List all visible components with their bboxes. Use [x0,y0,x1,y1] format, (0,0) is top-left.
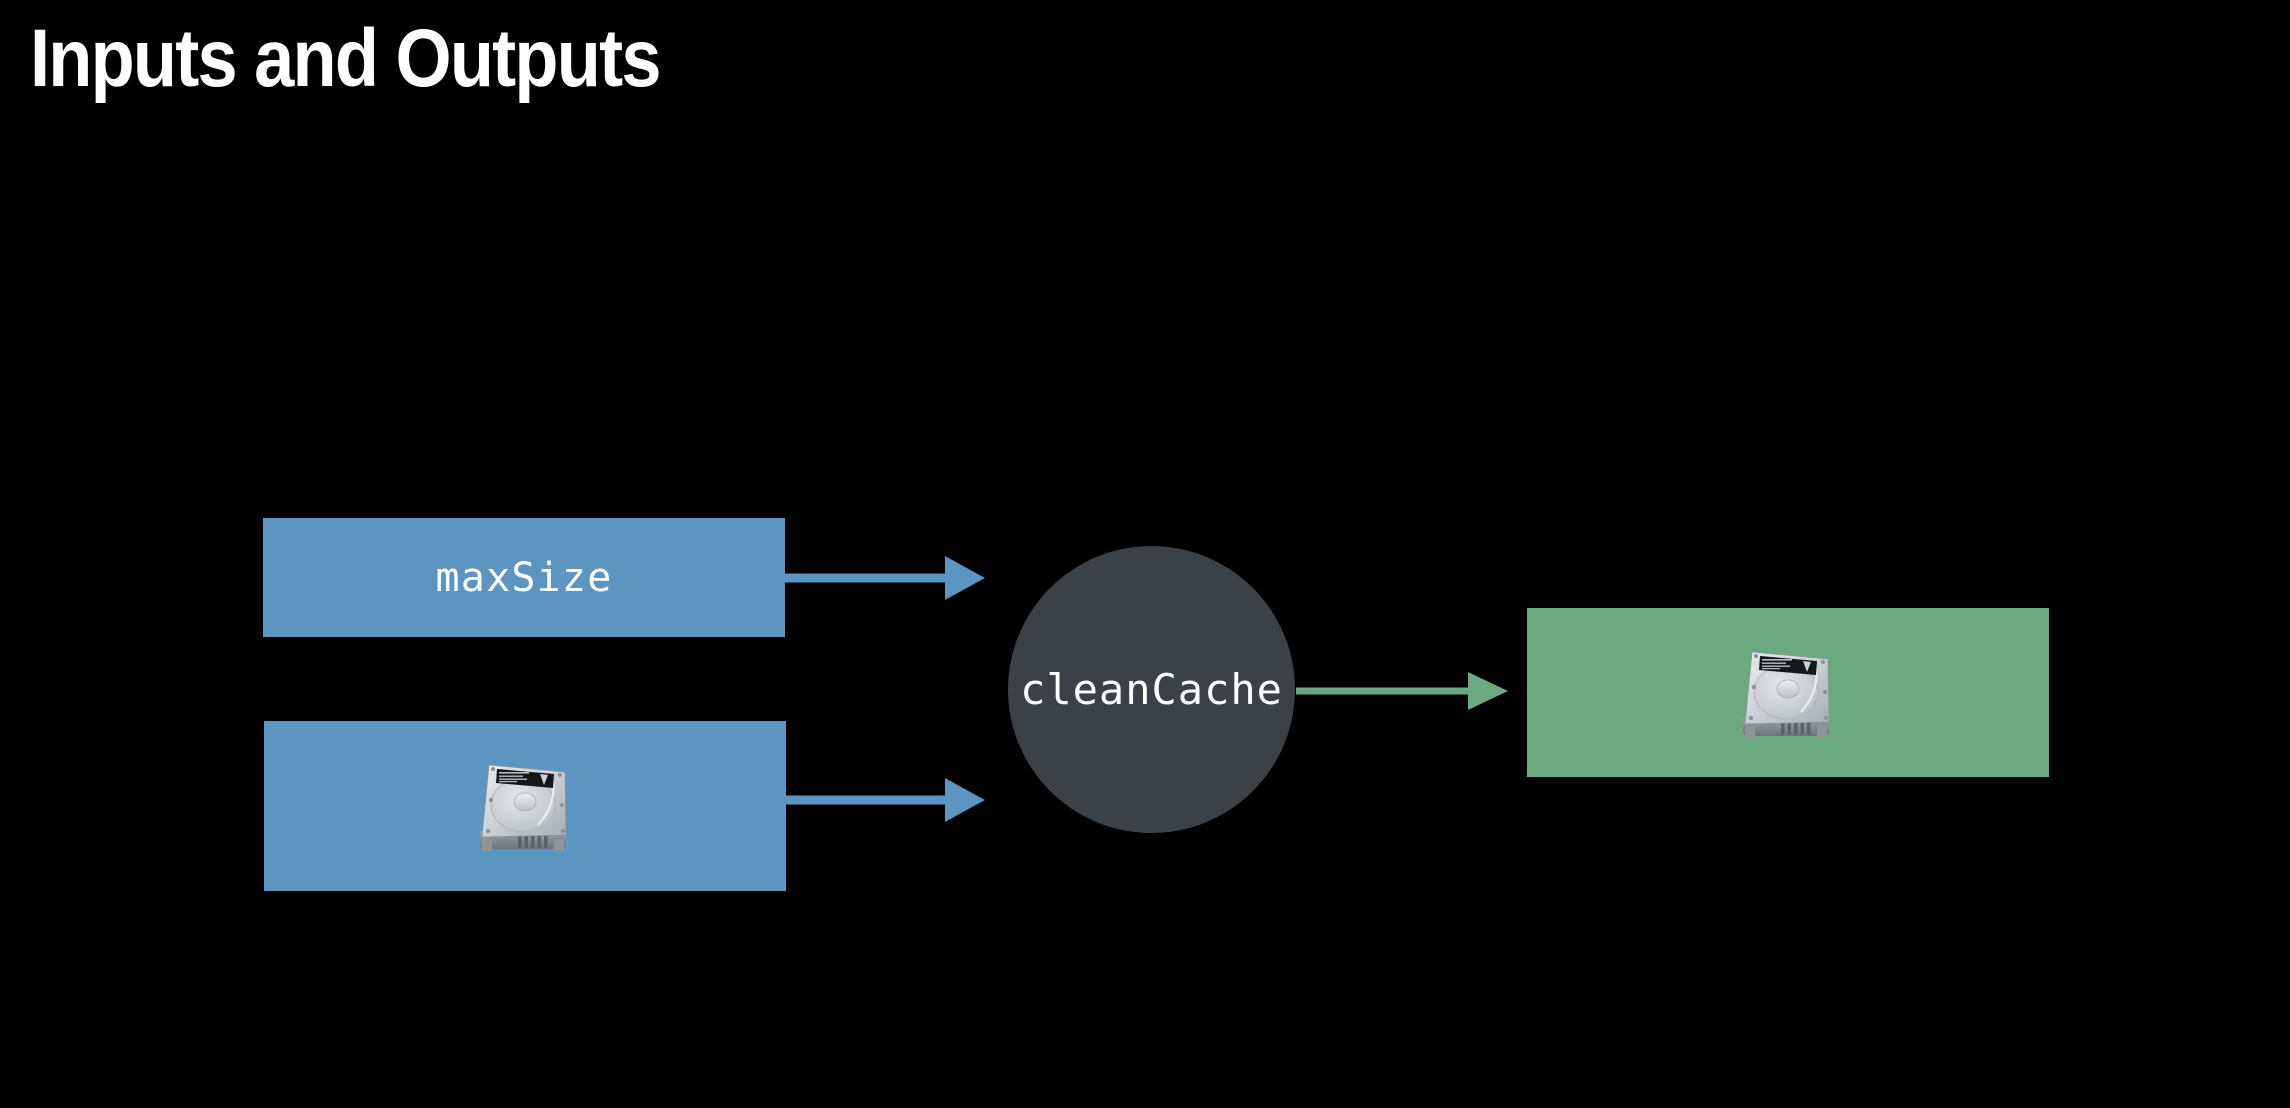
process-node-clean-cache[interactable]: cleanCache [1008,546,1295,833]
edge-disk-to-cleancache [786,778,985,822]
hard-drive-icon [480,764,567,851]
process-node-clean-cache-label: cleanCache [1020,665,1283,714]
page-title: Inputs and Outputs [30,13,661,104]
hard-drive-icon [1743,651,1830,738]
input-node-max-size[interactable]: maxSize [263,518,785,637]
edge-cleancache-to-disk [1296,672,1508,710]
edge-maxsize-to-cleancache [784,556,985,600]
input-node-max-size-label: maxSize [435,554,613,601]
output-node-disk[interactable] [1527,608,2049,777]
input-node-disk[interactable] [264,721,786,891]
